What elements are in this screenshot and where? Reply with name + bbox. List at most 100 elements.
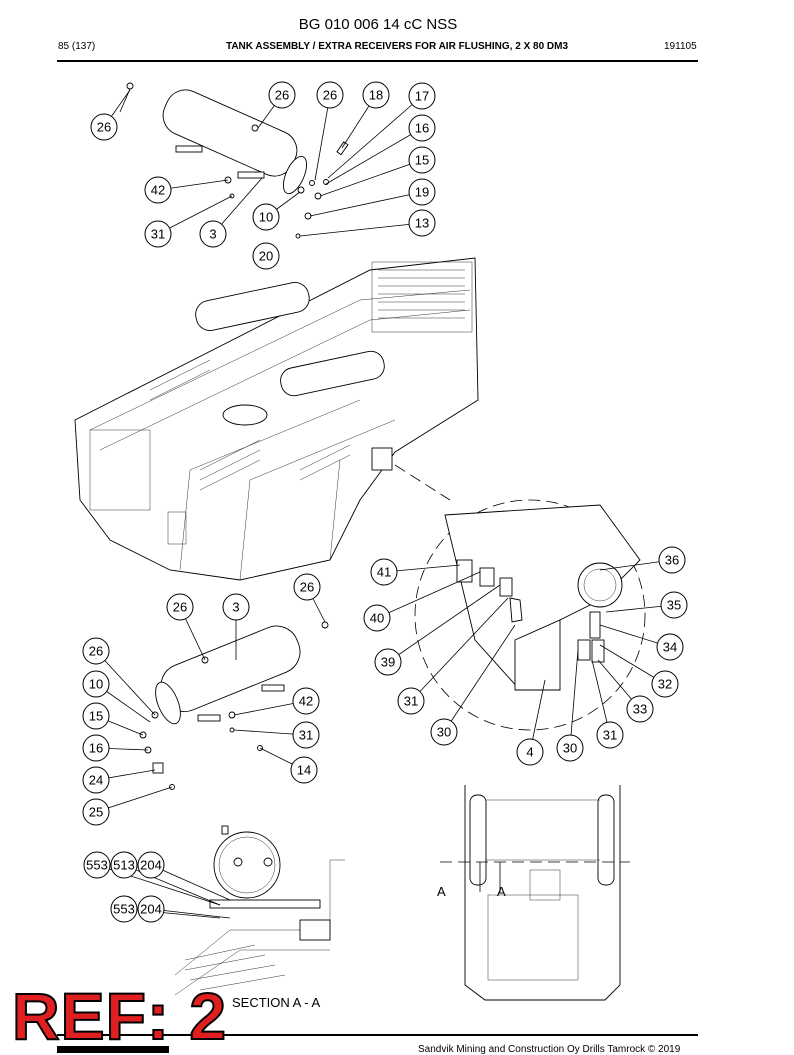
callout-number: 34 — [663, 640, 677, 655]
leader-line — [314, 94, 331, 181]
callout-32: 32 — [651, 670, 679, 698]
callout-35: 35 — [660, 591, 688, 619]
callout-26: 26 — [268, 81, 296, 109]
callout-number: 553 — [113, 902, 135, 917]
callout-number: 4 — [526, 745, 533, 760]
callout-number: 25 — [89, 805, 103, 820]
callout-circle — [82, 798, 110, 826]
callout-26: 26 — [316, 81, 344, 109]
callout-circle — [82, 702, 110, 730]
leader-line — [410, 597, 509, 702]
callout-number: 13 — [415, 216, 429, 231]
section-caption: SECTION A - A — [232, 995, 321, 1010]
brand-logo — [57, 1046, 169, 1053]
callout-number: 31 — [151, 227, 165, 242]
callout-number: 513 — [113, 858, 135, 873]
callout-number: 553 — [86, 858, 108, 873]
leader-line — [443, 624, 516, 733]
callout-circle — [658, 546, 686, 574]
callout-number: 31 — [603, 728, 617, 743]
callout-circle — [222, 593, 250, 621]
callout-number: 26 — [323, 88, 337, 103]
callout-circle — [374, 648, 402, 676]
callout-circle — [82, 637, 110, 665]
leader-line — [319, 159, 423, 197]
callout-number: 204 — [140, 858, 162, 873]
callout-circle — [82, 734, 110, 762]
callout-18: 18 — [362, 81, 390, 109]
callout-circle — [596, 721, 624, 749]
page-title: TANK ASSEMBLY / EXTRA RECEIVERS FOR AIR … — [225, 41, 569, 52]
leader-line — [150, 864, 231, 901]
callout-number: 31 — [299, 728, 313, 743]
callout-number: 33 — [633, 702, 647, 717]
callout-number: 26 — [275, 88, 289, 103]
callout-36: 36 — [658, 546, 686, 574]
callout-31: 31 — [596, 721, 624, 749]
callout-number: 26 — [173, 600, 187, 615]
callout-circle — [408, 82, 436, 110]
callout-circle — [144, 220, 172, 248]
callout-circle — [199, 220, 227, 248]
footer-rule — [57, 1034, 698, 1036]
top-view-drawing — [440, 785, 630, 1001]
callout-15: 15 — [408, 146, 436, 174]
leader-line — [299, 222, 423, 237]
ref-stamp: REF: 2 — [11, 979, 228, 1053]
callout-4: 4 — [516, 738, 544, 766]
section-a-a-drawing — [174, 825, 345, 996]
footer-copyright: Sandvik Mining and Construction Oy Drill… — [418, 1044, 681, 1055]
callout-30: 30 — [430, 718, 458, 746]
leader-line — [387, 584, 501, 663]
callout-19: 19 — [408, 178, 436, 206]
callout-26: 26 — [293, 573, 321, 601]
callout-circle — [292, 687, 320, 715]
callout-circle — [656, 633, 684, 661]
callout-25: 25 — [82, 798, 110, 826]
callout-40: 40 — [363, 604, 391, 632]
callout-3: 3 — [222, 593, 250, 621]
callout-circle — [651, 670, 679, 698]
leader-line — [569, 649, 579, 749]
upper-tank-assembly — [119, 82, 349, 239]
callout-34: 34 — [656, 633, 684, 661]
callout-circle — [83, 851, 111, 879]
callout-26: 26 — [166, 593, 194, 621]
callout-circle — [293, 573, 321, 601]
callout-number: 15 — [415, 153, 429, 168]
machine-body — [74, 257, 479, 581]
callout-circle — [144, 176, 172, 204]
callout-number: 18 — [369, 88, 383, 103]
callout-24: 24 — [82, 766, 110, 794]
callout-number: 39 — [381, 655, 395, 670]
callout-circle — [137, 895, 165, 923]
callout-number: 31 — [404, 694, 418, 709]
callout-circle — [430, 718, 458, 746]
callout-circle — [516, 738, 544, 766]
callout-31: 31 — [144, 220, 172, 248]
callout-circle — [408, 146, 436, 174]
lower-tank-assembly — [139, 621, 329, 790]
leader-line — [95, 650, 156, 716]
callout-number: 32 — [658, 677, 672, 692]
callout-circle — [137, 851, 165, 879]
leader-line — [327, 95, 423, 179]
callout-26: 26 — [90, 113, 118, 141]
callout-number: 24 — [89, 773, 103, 788]
callout-number: 40 — [370, 611, 384, 626]
leader-line — [325, 127, 423, 185]
callout-number: 10 — [89, 677, 103, 692]
callout-circle — [370, 558, 398, 586]
document-code: BG 010 006 14 cC NSS — [298, 16, 458, 33]
section-mark-left: A — [437, 884, 446, 899]
callout-15: 15 — [82, 702, 110, 730]
callout-20: 20 — [252, 242, 280, 270]
page-number: 85 (137) — [58, 41, 96, 52]
callout-number: 36 — [665, 553, 679, 568]
section-mark-right: A — [497, 884, 506, 899]
callout-circle — [110, 895, 138, 923]
callout-number: 42 — [151, 183, 165, 198]
callout-number: 20 — [259, 249, 273, 264]
detail-circle — [414, 499, 646, 731]
